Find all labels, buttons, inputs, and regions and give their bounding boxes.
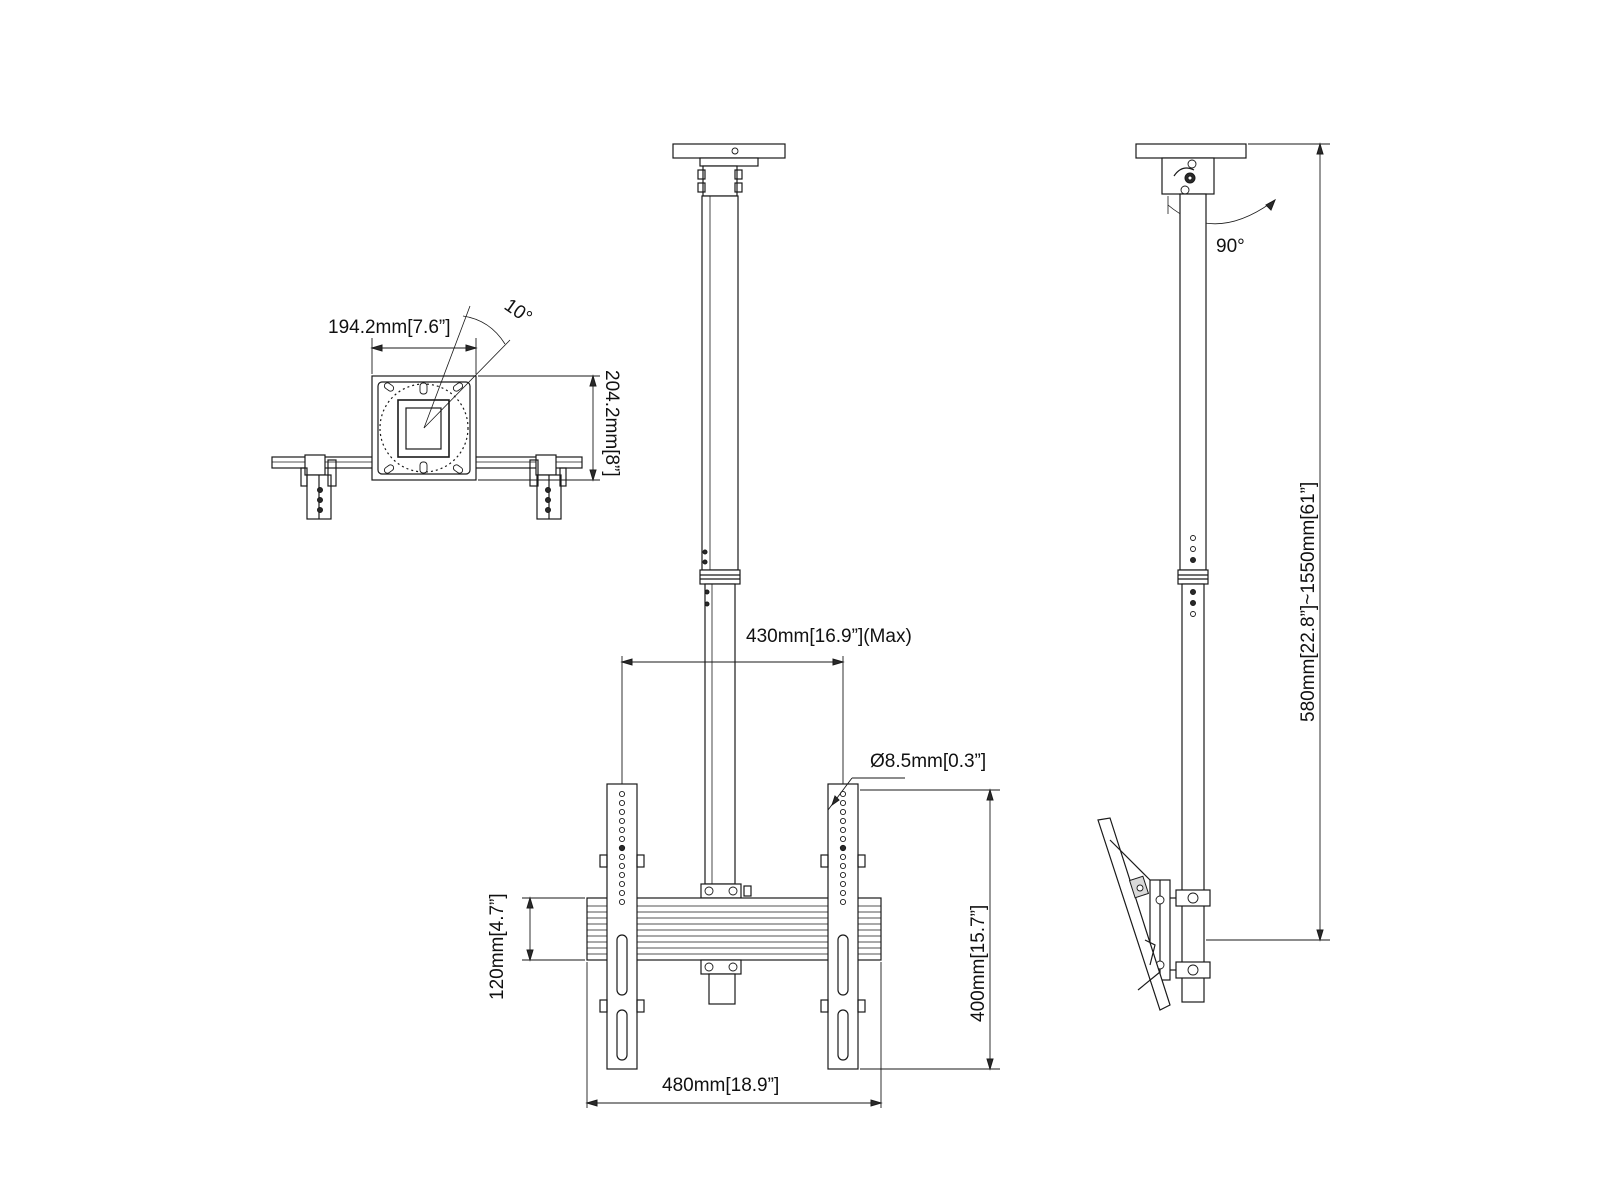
bracket-hole [839, 853, 847, 861]
label-hole-diameter: Ø8.5mm[0.3”] [870, 751, 986, 772]
bracket-hole [839, 799, 847, 807]
bracket-hole [839, 889, 847, 897]
bracket-hole [618, 844, 626, 852]
bracket-hole [618, 826, 626, 834]
bracket-hole [839, 844, 847, 852]
bracket-hole [618, 889, 626, 897]
label-pole-length: 580mm[22.8”]~1550mm[61”] [1298, 482, 1319, 722]
bracket-hole [839, 880, 847, 888]
label-top-width: 194.2mm[7.6”] [328, 317, 451, 338]
bracket-hole [618, 871, 626, 879]
bracket-hole [618, 898, 626, 906]
bracket-hole [618, 799, 626, 807]
front-view [522, 143, 1000, 1108]
bracket-hole [839, 817, 847, 825]
bracket-hole [618, 817, 626, 825]
bracket-hole [839, 835, 847, 843]
bracket-hole [839, 808, 847, 816]
label-arm-span: 430mm[16.9”](Max) [746, 626, 912, 647]
bracket-hole [839, 898, 847, 906]
bracket-hole [839, 826, 847, 834]
label-rail-height: 120mm[4.7”] [487, 893, 508, 1000]
bracket-hole [618, 790, 626, 798]
label-top-height: 204.2mm[8”] [601, 370, 622, 477]
bracket-holes [618, 790, 626, 906]
label-tilt-angle: 10° [500, 295, 536, 329]
bracket-hole [618, 862, 626, 870]
bracket-hole [839, 862, 847, 870]
label-swivel-angle: 90° [1216, 236, 1245, 257]
label-rail-width: 480mm[18.9”] [662, 1075, 779, 1096]
label-bracket-height: 400mm[15.7”] [968, 905, 989, 1022]
side-view [1097, 142, 1330, 1011]
bracket-hole [618, 853, 626, 861]
bracket-hole [618, 808, 626, 816]
bracket-hole [618, 835, 626, 843]
bracket-holes-right [839, 790, 847, 906]
top-view [271, 305, 600, 520]
bracket-hole [839, 871, 847, 879]
bracket-hole [618, 880, 626, 888]
